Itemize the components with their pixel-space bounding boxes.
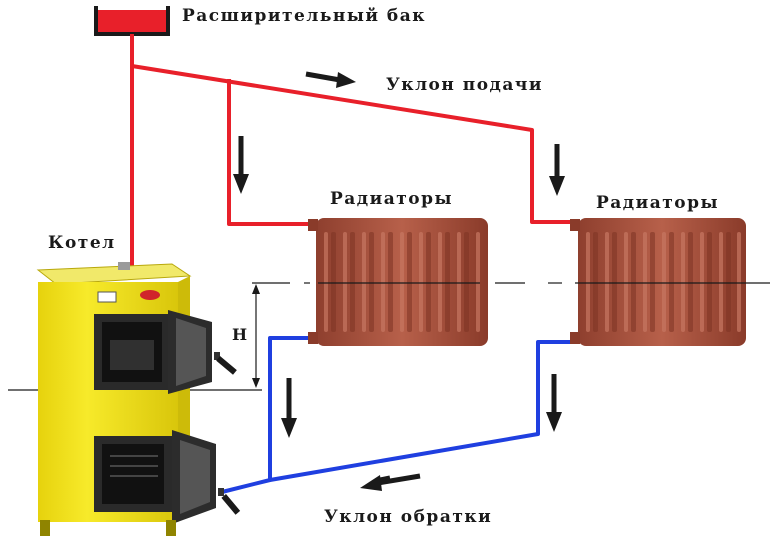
return-arrow-down-left bbox=[281, 378, 297, 438]
height-marker-label: H bbox=[232, 325, 247, 344]
supply-slope-label: Уклон подачи bbox=[386, 75, 543, 95]
supply-arrow-right bbox=[305, 71, 356, 88]
flow-arrows bbox=[233, 71, 565, 491]
expansion-tank bbox=[94, 6, 170, 36]
radiators-right-label: Радиаторы bbox=[596, 193, 719, 213]
supply-arrow-down-left bbox=[233, 136, 249, 194]
supply-arrow-down-right bbox=[549, 144, 565, 196]
supply-pipes bbox=[130, 34, 572, 268]
height-dimension bbox=[252, 284, 260, 388]
boiler-label: Котел bbox=[48, 233, 116, 253]
radiators-left-label: Радиаторы bbox=[330, 189, 453, 209]
radiator-right bbox=[570, 218, 746, 346]
expansion-tank-label: Расширительный бак bbox=[182, 6, 426, 26]
return-arrow-left bbox=[360, 473, 421, 491]
return-slope-label: Уклон обратки bbox=[324, 507, 492, 527]
return-pipes bbox=[221, 336, 576, 494]
radiator-left bbox=[308, 218, 488, 346]
boiler bbox=[36, 262, 241, 536]
return-arrow-down-right bbox=[546, 374, 562, 432]
